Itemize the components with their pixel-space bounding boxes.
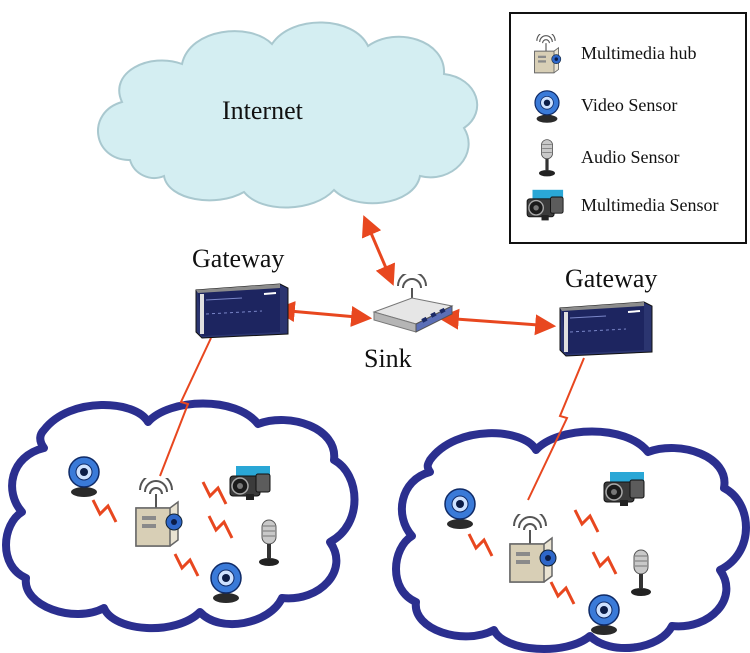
right-sensor-cluster (392, 427, 750, 653)
video-sensor-icon (534, 90, 560, 124)
legend-item-multimedia-hub: Multimedia hub (511, 34, 747, 74)
gateway-left-icon (195, 283, 289, 339)
legend-label: Multimedia Sensor (581, 195, 719, 215)
gateway-right-icon (559, 301, 653, 357)
legend: Multimedia hub Video Sensor Audio Sensor… (509, 12, 747, 244)
legend-label: Audio Sensor (581, 147, 680, 167)
audio-sensor-icon (538, 139, 556, 177)
internet-cloud (97, 21, 479, 209)
legend-label: Multimedia hub (581, 43, 697, 63)
video-sensor-icon (68, 456, 100, 498)
multimedia-sensor-icon (526, 189, 564, 222)
video-sensor-icon (588, 594, 620, 636)
legend-item-video-sensor: Video Sensor (511, 86, 747, 126)
wired-links (273, 215, 557, 336)
legend-label: Video Sensor (581, 95, 678, 115)
sink-icon (373, 274, 453, 333)
gateway-right-label: Gateway (565, 264, 658, 293)
internet-label: Internet (222, 96, 303, 125)
legend-item-audio-sensor: Audio Sensor (511, 138, 747, 178)
video-sensor-icon (444, 488, 476, 530)
video-sensor-icon (210, 562, 242, 604)
legend-item-multimedia-sensor: Multimedia Sensor (511, 186, 747, 226)
sink-label: Sink (364, 344, 412, 373)
gateway-wireless-links (159, 337, 585, 501)
left-sensor-cluster (2, 399, 359, 632)
multimedia-hub-icon (533, 34, 562, 74)
gateway-left-label: Gateway (192, 244, 285, 273)
